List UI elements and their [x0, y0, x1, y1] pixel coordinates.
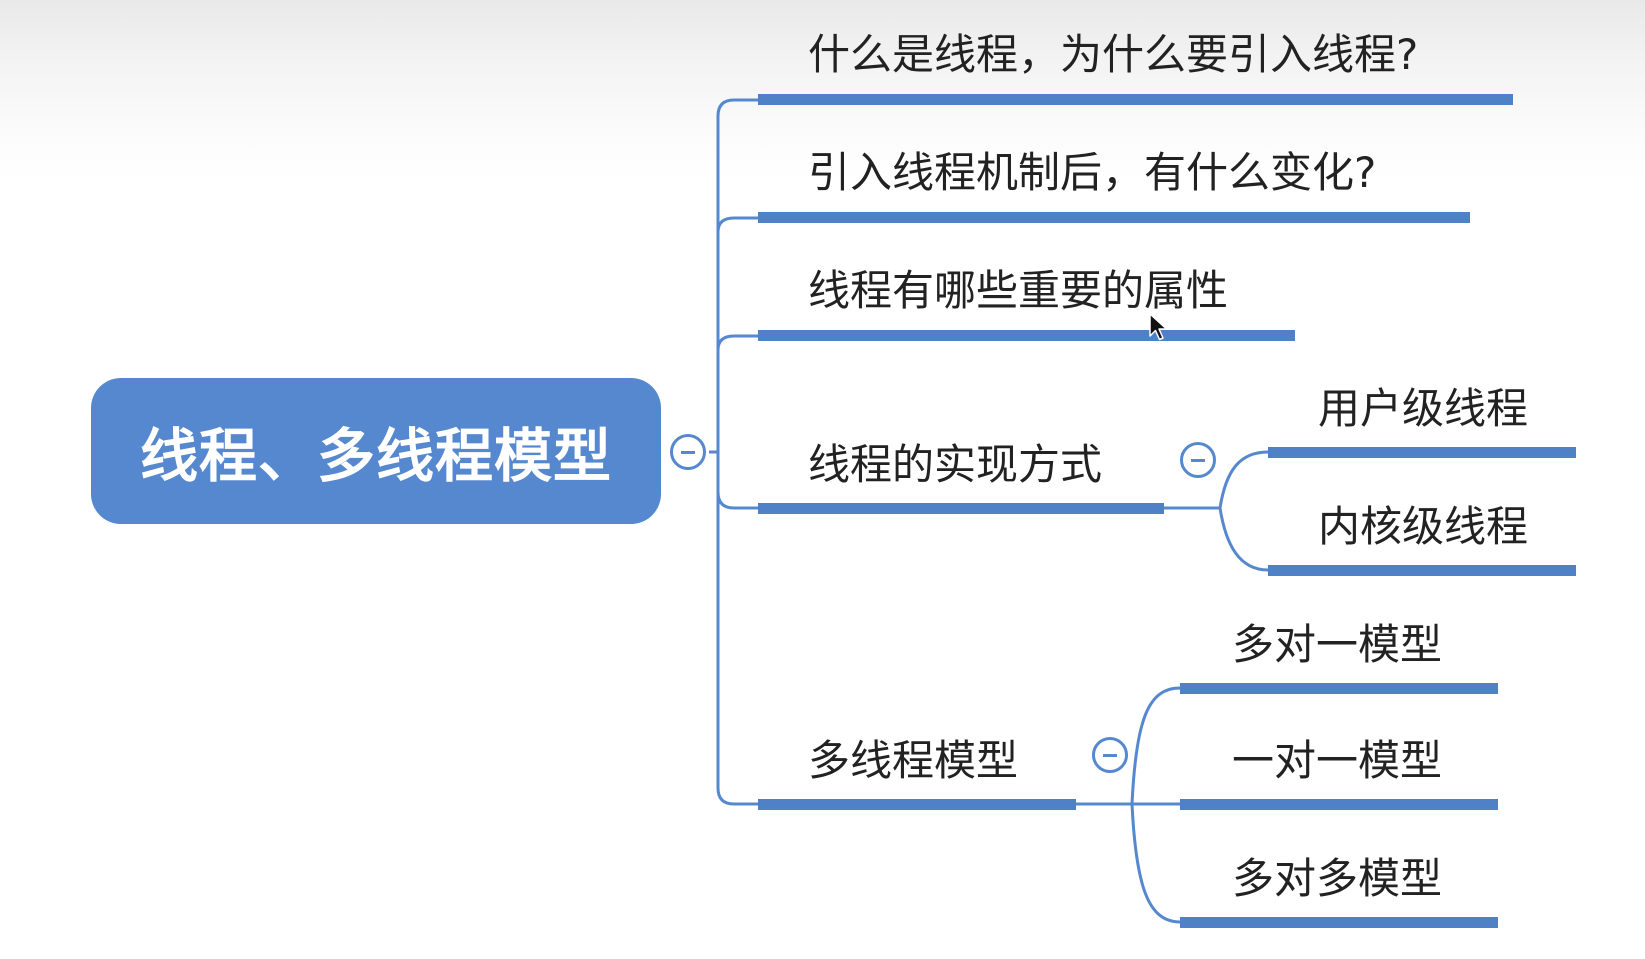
sub-underline-kernel-thread [1268, 565, 1576, 576]
sub-node-user-thread[interactable]: 用户级线程 [1318, 384, 1529, 433]
sub-underline-one-to-one [1180, 799, 1498, 810]
collapse-minus-icon[interactable] [1180, 442, 1216, 478]
sub-node-many-to-one[interactable]: 多对一模型 [1232, 620, 1443, 669]
sub-node-kernel-thread[interactable]: 内核级线程 [1318, 502, 1529, 551]
branch-connector-5 [716, 492, 758, 806]
sub-connector-model-top [1130, 686, 1181, 805]
root-node[interactable]: 线程、多线程模型 [91, 378, 661, 524]
sub-connector-impl-top [1218, 450, 1269, 509]
sub-underline-many-to-one [1180, 683, 1498, 694]
branch-underline-4 [758, 503, 1164, 514]
branch-connector-4 [716, 452, 758, 510]
mouse-pointer-icon [1149, 313, 1168, 341]
branch-connector-3 [716, 334, 758, 351]
sub-underline-user-thread [1268, 447, 1576, 458]
root-node-label: 线程、多线程模型 [139, 422, 612, 490]
branch-underline-2 [758, 212, 1470, 223]
branch-connector-1 [716, 98, 758, 452]
branch-node-5[interactable]: 多线程模型 [808, 736, 1019, 785]
sub-underline-many-to-many [1180, 917, 1498, 928]
branch-underline-3 [758, 330, 1295, 341]
branch-underline-5 [758, 799, 1076, 810]
collapse-minus-icon[interactable] [670, 434, 706, 470]
branch-node-1[interactable]: 什么是线程，为什么要引入线程? [808, 30, 1419, 79]
sub-connector-model-bottom [1130, 803, 1181, 924]
sub-connector-impl-bottom [1218, 507, 1269, 572]
sub-node-one-to-one[interactable]: 一对一模型 [1232, 736, 1443, 785]
branch-node-2[interactable]: 引入线程机制后，有什么变化? [808, 148, 1377, 197]
collapse-minus-icon[interactable] [1092, 737, 1128, 773]
branch-node-3[interactable]: 线程有哪些重要的属性 [808, 266, 1229, 315]
branch-underline-1 [758, 94, 1513, 105]
branch-node-4[interactable]: 线程的实现方式 [808, 440, 1103, 489]
sub-node-many-to-many[interactable]: 多对多模型 [1232, 854, 1443, 903]
branch-connector-2 [716, 216, 758, 233]
